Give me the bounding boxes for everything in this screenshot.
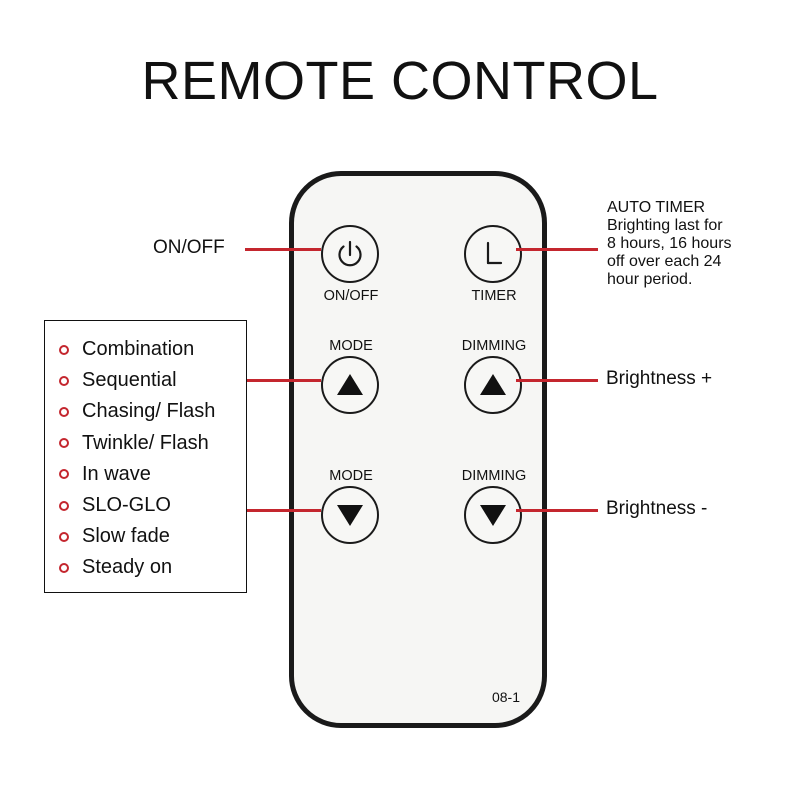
mode-up-label: MODE <box>329 338 373 354</box>
model-number: 08-1 <box>491 689 520 705</box>
power-icon <box>338 240 362 267</box>
bullet-icon <box>59 438 69 449</box>
mode-list-item: Combination <box>59 334 215 365</box>
power-button-label: ON/OFF <box>323 288 379 304</box>
bullet-icon <box>59 344 69 355</box>
mode-list-item: Slow fade <box>59 521 215 552</box>
auto-timer-callout: AUTO TIMER Brighting last for 8 hours, 1… <box>607 199 797 289</box>
bullet-icon <box>59 562 69 573</box>
triangle-up-icon <box>337 374 363 395</box>
timer-leader-line <box>516 248 598 251</box>
power-button[interactable] <box>321 225 379 283</box>
timer-button-label: TIMER <box>471 288 517 304</box>
mode-down-button[interactable] <box>321 486 379 544</box>
auto-timer-line: Brighting last for <box>607 217 723 234</box>
bullet-icon <box>59 500 69 511</box>
bullet-icon <box>59 531 69 542</box>
remote-control-body: ON/OFF TIMER MODE DIMMING MODE DIMMING 0… <box>289 171 547 728</box>
mode-list-item: Sequential <box>59 365 215 396</box>
mode-list-box: Combination Sequential Chasing/ Flash Tw… <box>44 320 247 593</box>
mode-list-item: Chasing/ Flash <box>59 396 215 427</box>
bullet-icon <box>59 406 69 417</box>
mode-up-button[interactable] <box>321 356 379 414</box>
mode-up-leader-line <box>247 379 321 382</box>
brightness-up-callout: Brightness + <box>606 368 713 389</box>
bullet-icon <box>59 469 69 480</box>
mode-list: Combination Sequential Chasing/ Flash Tw… <box>59 334 215 584</box>
dimming-up-button[interactable] <box>464 356 522 414</box>
mode-list-item: In wave <box>59 459 215 490</box>
mode-down-leader-line <box>247 509 321 512</box>
auto-timer-line: off over each 24 <box>607 253 722 270</box>
auto-timer-heading: AUTO TIMER <box>607 199 706 216</box>
dimming-down-label: DIMMING <box>461 468 527 484</box>
brightness-up-leader-line <box>516 379 598 382</box>
on-off-leader-line <box>245 248 321 251</box>
brightness-down-callout: Brightness - <box>606 498 708 519</box>
triangle-down-icon <box>337 505 363 526</box>
auto-timer-line: 8 hours, 16 hours <box>607 235 732 252</box>
mode-list-item: Steady on <box>59 552 215 583</box>
mode-list-item: Twinkle/ Flash <box>59 428 215 459</box>
mode-list-item: SLO-GLO <box>59 490 215 521</box>
bullet-icon <box>59 375 69 386</box>
clock-icon <box>486 241 503 265</box>
brightness-down-leader-line <box>516 509 598 512</box>
timer-button[interactable] <box>464 225 522 283</box>
on-off-callout: ON/OFF <box>153 237 225 258</box>
auto-timer-line: hour period. <box>607 271 693 288</box>
page-title: REMOTE CONTROL <box>141 51 659 111</box>
dimming-down-button[interactable] <box>464 486 522 544</box>
triangle-down-icon <box>480 505 506 526</box>
triangle-up-icon <box>480 374 506 395</box>
dimming-up-label: DIMMING <box>461 338 527 354</box>
mode-down-label: MODE <box>329 468 373 484</box>
